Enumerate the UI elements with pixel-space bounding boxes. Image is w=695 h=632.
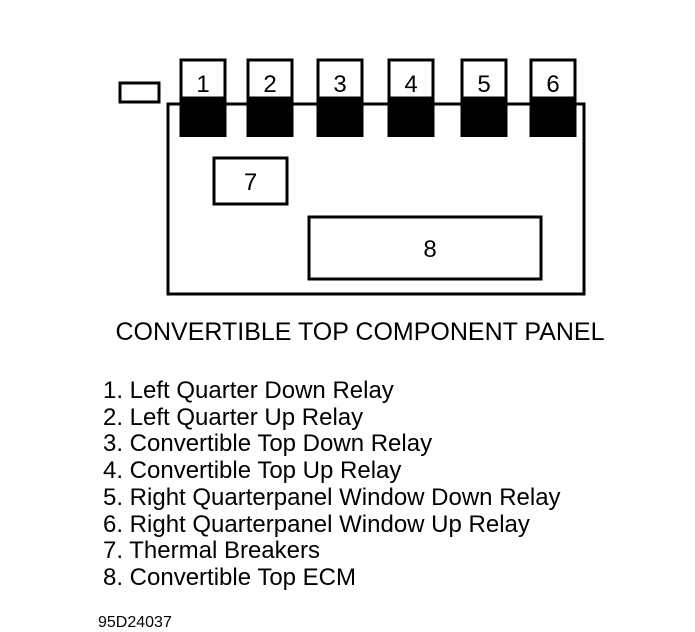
relay-5: 5 — [460, 58, 508, 137]
connector-tab — [118, 81, 161, 104]
relay-6-base — [529, 98, 577, 137]
component-panel-diagram: 1 2 3 4 5 6 7 8 — [118, 58, 586, 296]
relay-4-base — [387, 98, 435, 137]
relay-2-label: 2 — [263, 71, 276, 98]
ecm-label: 8 — [423, 236, 436, 263]
thermal-breakers: 7 — [212, 156, 289, 206]
thermal-breakers-label: 7 — [244, 169, 257, 196]
legend-item: 6. Right Quarterpanel Window Up Relay — [103, 510, 530, 538]
legend-item: 4. Convertible Top Up Relay — [103, 457, 402, 485]
relay-2-base — [246, 98, 294, 137]
legend-item: 3. Convertible Top Down Relay — [103, 430, 433, 458]
convertible-top-ecm: 8 — [307, 215, 543, 281]
component-legend: 1. Left Quarter Down Relay 2. Left Quart… — [103, 377, 561, 592]
relay-2: 2 — [246, 58, 294, 137]
figure-code: 95D24037 — [98, 614, 172, 631]
panel-title: CONVERTIBLE TOP COMPONENT PANEL — [115, 318, 605, 346]
legend-item: 2. Left Quarter Up Relay — [103, 403, 364, 431]
relay-4-label: 4 — [404, 71, 417, 98]
relay-3: 3 — [316, 58, 364, 137]
relay-3-label: 3 — [333, 71, 346, 98]
relay-1-base — [179, 98, 227, 137]
relay-3-base — [316, 98, 364, 137]
relay-1-label: 1 — [196, 71, 209, 98]
legend-item: 1. Left Quarter Down Relay — [103, 377, 394, 404]
relay-5-base — [460, 98, 508, 137]
legend-item: 5. Right Quarterpanel Window Down Relay — [103, 483, 561, 511]
legend-item: 7. Thermal Breakers — [103, 537, 320, 565]
relay-1: 1 — [179, 58, 227, 137]
relay-5-label: 5 — [477, 71, 490, 98]
relay-6-label: 6 — [546, 71, 559, 98]
relay-4: 4 — [387, 58, 435, 137]
legend-item: 8. Convertible Top ECM — [103, 563, 357, 591]
relay-6: 6 — [529, 58, 577, 137]
